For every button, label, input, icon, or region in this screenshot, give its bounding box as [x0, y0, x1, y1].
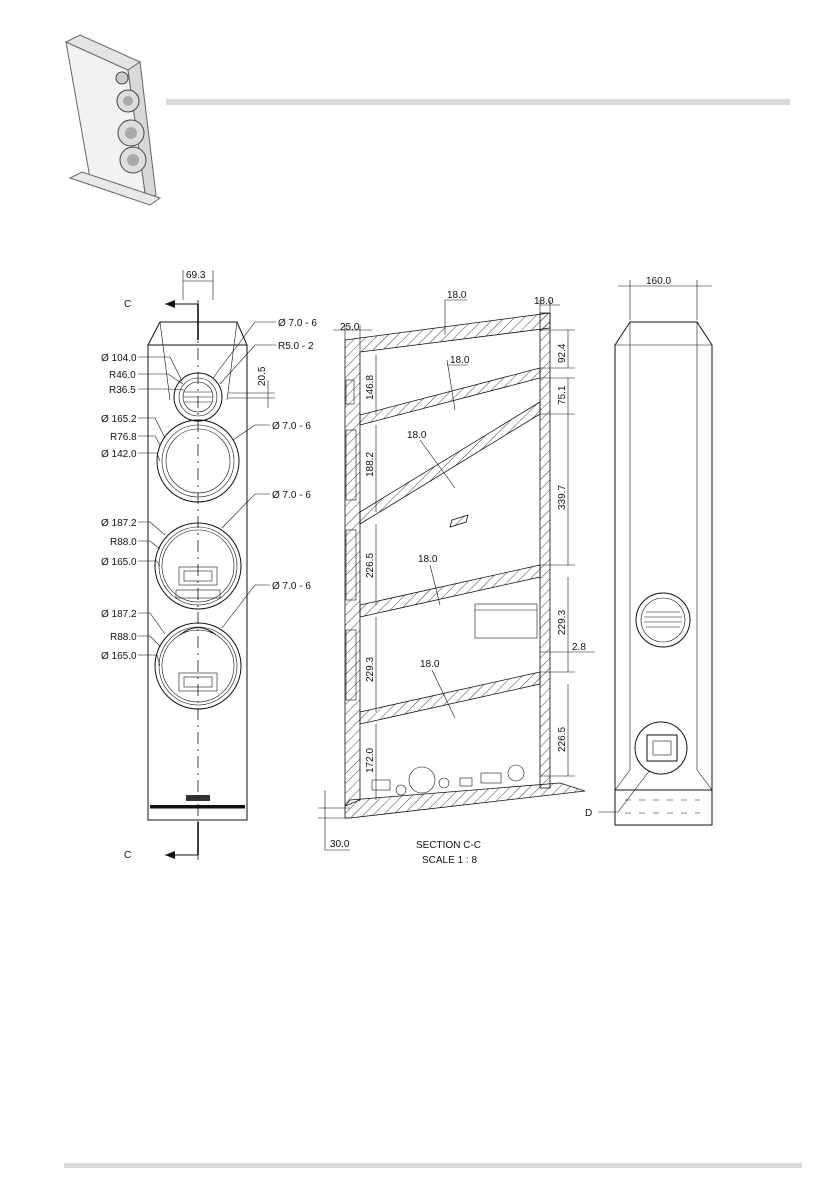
dim-woofer1-holes: Ø 7.0 - 6	[272, 490, 311, 501]
dim-shelf3: 18.0	[418, 554, 438, 565]
section-marker-top: C	[124, 299, 131, 310]
dim-r5: 226.5	[557, 727, 568, 752]
dim-r1: 92.4	[557, 343, 568, 363]
dim-r3: 339.7	[557, 485, 568, 510]
header-rule	[166, 99, 790, 105]
dim-mid-r76: R76.8	[110, 432, 137, 443]
dim-r4: 229.3	[557, 610, 568, 635]
dim-port-gap: 2.8	[572, 642, 586, 653]
dim-offset: 20.5	[257, 366, 268, 386]
rear-view	[598, 280, 712, 825]
dim-h4: 229.3	[365, 657, 376, 682]
speaker-thumbnail	[66, 35, 160, 205]
dim-r2: 75.1	[557, 385, 568, 405]
dim-tweeter-r46: R46.0	[109, 370, 136, 381]
dim-h1: 146.8	[365, 375, 376, 400]
dim-woofer2-dia165: Ø 165.0	[101, 651, 137, 662]
dim-width-top: 69.3	[186, 270, 206, 281]
dim-h3: 226.5	[365, 553, 376, 578]
dim-woofer1-r88: R88.0	[110, 537, 137, 548]
dim-tweeter-dia: Ø 104.0	[101, 353, 137, 364]
dim-woofer2-holes: Ø 7.0 - 6	[272, 581, 311, 592]
front-view	[138, 270, 276, 860]
dim-h2: 188.2	[365, 452, 376, 477]
dim-shelf4: 18.0	[420, 659, 440, 670]
dim-woofer1-dia165: Ø 165.0	[101, 557, 137, 568]
dim-h5: 172.0	[365, 748, 376, 773]
dim-tweeter-holes: Ø 7.0 - 6	[278, 318, 317, 329]
dim-top-thickness: 18.0	[447, 290, 467, 301]
dim-shelf1: 18.0	[450, 355, 470, 366]
dim-mid-dia142: Ø 142.0	[101, 449, 137, 460]
footer-rule	[64, 1163, 802, 1168]
section-view	[318, 300, 595, 850]
dim-front-thickness: 25.0	[340, 322, 360, 333]
dim-rear-thickness: 18.0	[534, 296, 554, 307]
dim-rear-width: 160.0	[646, 276, 671, 287]
detail-marker: D	[585, 808, 592, 819]
section-scale: SCALE 1 : 8	[422, 855, 477, 866]
dim-tweeter-fillet: R5.0 - 2	[278, 341, 314, 352]
section-title: SECTION C-C	[416, 840, 481, 851]
dim-woofer2-dia: Ø 187.2	[101, 609, 137, 620]
dim-base: 30.0	[330, 839, 350, 850]
section-marker-bottom: C	[124, 850, 131, 861]
dim-shelf2: 18.0	[407, 430, 427, 441]
dim-mid-dia: Ø 165.2	[101, 414, 137, 425]
dim-mid-holes: Ø 7.0 - 6	[272, 421, 311, 432]
dim-woofer1-dia: Ø 187.2	[101, 518, 137, 529]
dim-woofer2-r88: R88.0	[110, 632, 137, 643]
dim-tweeter-r36: R36.5	[109, 385, 136, 396]
